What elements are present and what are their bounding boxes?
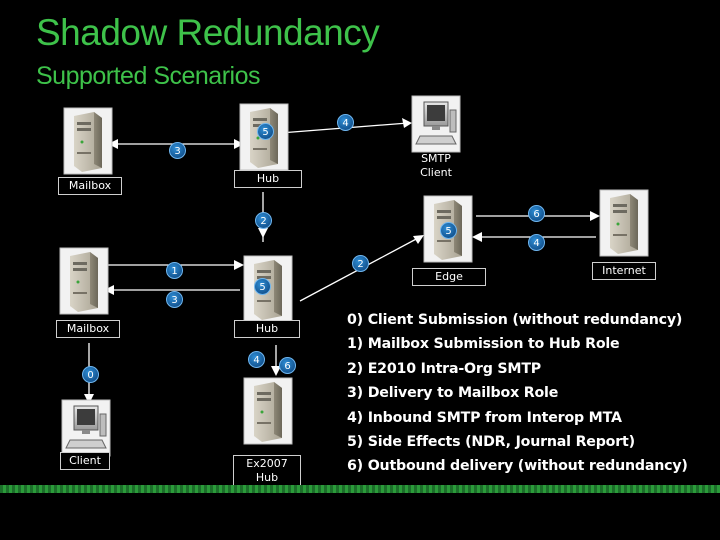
step-badge-6-edge: 6 [528,205,545,222]
step-badge-1: 1 [166,262,183,279]
step-badge-3-top: 3 [169,142,186,159]
node-label-mailbox-bottom: Mailbox [56,320,120,338]
node-label-ex2007-hub: Ex2007 Hub [233,455,301,487]
step-badge-5-top: 5 [257,123,274,140]
node-label-client: Client [60,452,110,470]
legend-item: 5) Side Effects (NDR, Journal Report) [347,434,635,451]
legend-item: 2) E2010 Intra-Org SMTP [347,360,541,377]
node-label-edge: Edge [412,268,486,286]
legend-item: 6) Outbound delivery (without redundancy… [347,458,688,475]
smtp-client-workstation-icon [411,95,461,153]
legend-item: 3) Delivery to Mailbox Role [347,385,559,402]
mailbox-bottom-server-icon [59,247,109,315]
client-workstation-icon [61,399,111,457]
slide-subtitle: Supported Scenarios [36,62,260,90]
step-badge-0: 0 [82,366,99,383]
step-badge-2-top: 2 [255,212,272,229]
ex2007-server-icon [243,377,293,445]
node-label-smtp-client: SMTP Client [420,152,452,179]
slide-title: Shadow Redundancy [36,12,380,53]
legend-item: 1) Mailbox Submission to Hub Role [347,336,620,353]
legend-item: 4) Inbound SMTP from Interop MTA [347,409,622,426]
step-badge-3-middle: 3 [166,291,183,308]
step-badge-6-hub: 6 [279,357,296,374]
step-badge-2-middle: 2 [352,255,369,272]
legend-item: 0) Client Submission (without redundancy… [347,312,683,328]
footer-accent-bar [0,485,720,493]
node-label-internet: Internet [592,262,656,280]
step-badge-4-hub: 4 [248,351,265,368]
scenario-legend: 0) Client Submission (without redundancy… [347,308,688,479]
step-badge-4-edge: 4 [528,234,545,251]
internet-server-icon [599,189,649,257]
mailbox-top-server-icon [63,107,113,175]
step-badge-5-middle: 5 [254,278,271,295]
step-badge-5-edge: 5 [440,222,457,239]
step-badge-4-top: 4 [337,114,354,131]
node-label-hub-top: Hub [234,170,302,188]
arrowheads [84,118,600,404]
node-label-mailbox-top: Mailbox [58,177,122,195]
node-label-hub-bottom: Hub [234,320,300,338]
